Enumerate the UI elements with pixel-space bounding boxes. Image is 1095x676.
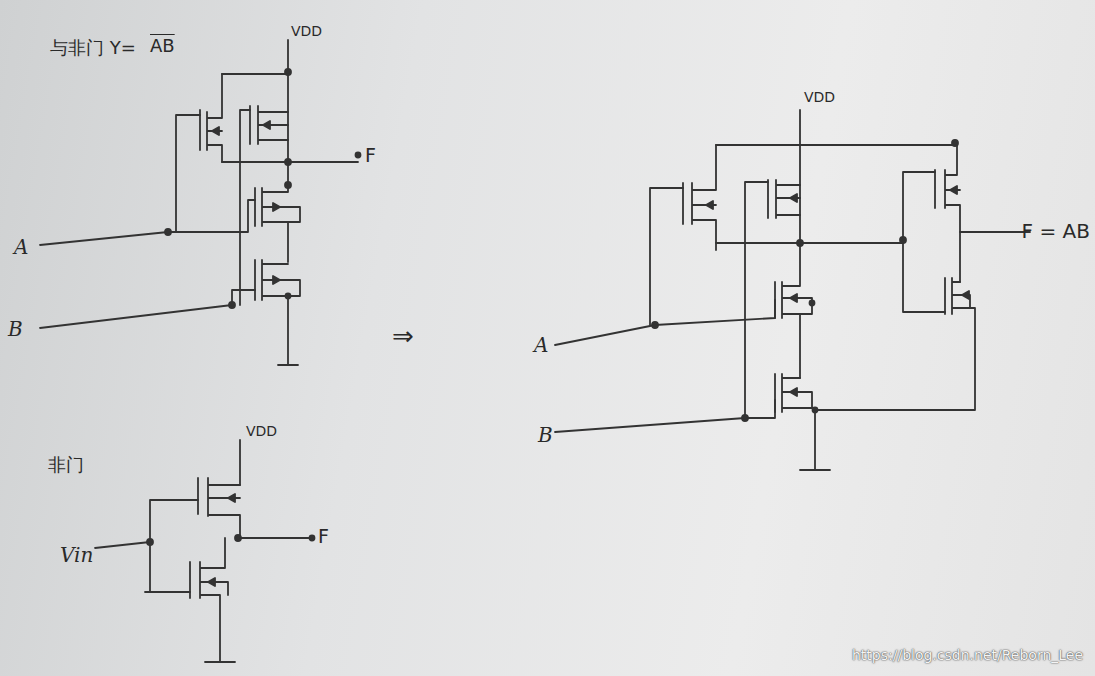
circuit-label: A: [534, 334, 548, 356]
circuit-label: 非门: [48, 455, 84, 475]
watermark: https://blog.csdn.net/Reborn_Lee: [852, 648, 1083, 663]
circuit-label: F: [365, 145, 376, 166]
circuit-label: ⇒: [392, 322, 414, 351]
circuit-label: A: [14, 236, 28, 258]
circuit-label: 与非门 Y=: [50, 38, 136, 58]
circuit-label: VDD: [246, 424, 277, 439]
circuit-label: B: [538, 424, 553, 446]
circuit-label: VDD: [804, 90, 835, 105]
circuit-label: F: [318, 526, 329, 547]
circuit-label: F = AB: [1022, 220, 1090, 242]
circuit-label: AB: [150, 36, 175, 56]
circuit-label: VDD: [291, 24, 322, 39]
circuit-label: Vin: [60, 544, 93, 566]
circuit-label: B: [8, 318, 23, 340]
